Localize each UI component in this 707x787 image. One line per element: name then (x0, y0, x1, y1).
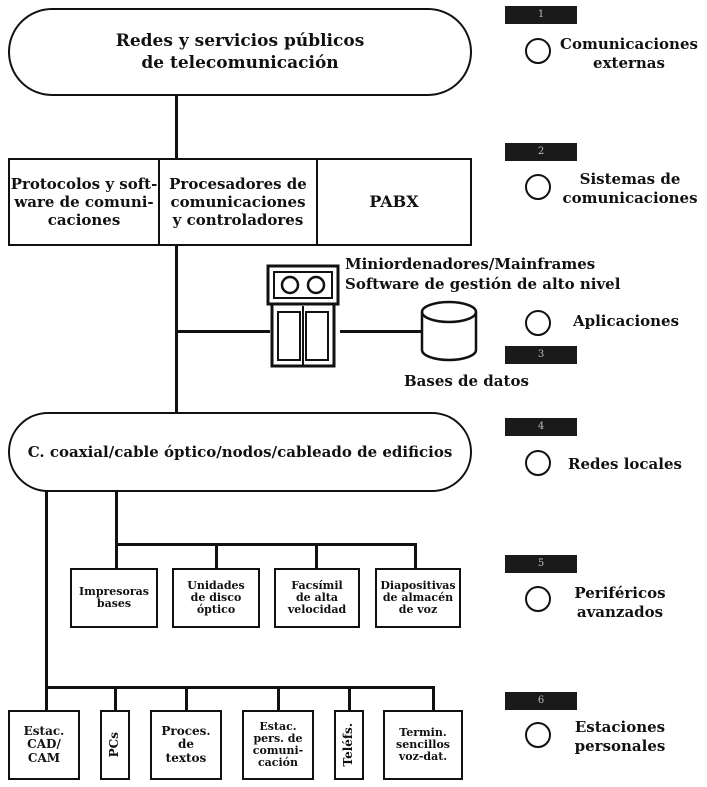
legend-tab-5: 5 (505, 555, 577, 573)
stations-bus (45, 686, 435, 689)
peripheral-optical-disk-box: Unidades de disco óptico (172, 568, 260, 628)
station-drop-1 (45, 686, 48, 712)
mainframe-label: Miniordenadores/Mainframes Software de g… (345, 255, 621, 293)
lan-vertical-peripherals (115, 490, 118, 546)
peripheral-drop-4 (414, 543, 417, 569)
peripheral-fax-box: Facsímil de alta velocidad (274, 568, 360, 628)
lan-vertical-left (45, 490, 48, 688)
peripheral-drop-2 (215, 543, 218, 569)
peripheral-drop-1 (115, 543, 118, 569)
pabx-cell: PABX (369, 192, 419, 212)
database-label: Bases de datos (404, 372, 529, 390)
legend-circle-icon-6 (525, 722, 551, 748)
database-cylinder-icon (420, 300, 478, 362)
legend-circle-icon-4 (525, 450, 551, 476)
peripherals-bus (115, 543, 417, 546)
legend-tab-4: 4 (505, 418, 577, 436)
legend-label-2: Sistemas de comunicaciones (562, 170, 698, 207)
legend-circle-icon-5 (525, 586, 551, 612)
legend-circle-icon-2 (525, 174, 551, 200)
station-cad-cam-box: Estac. CAD/ CAM (8, 710, 80, 780)
station-drop-6 (432, 686, 435, 712)
station-drop-5 (348, 686, 351, 712)
public-network-pill: Redes y servicios públicos de telecomuni… (8, 8, 472, 96)
peripheral-printers-box: Impresoras bases (70, 568, 158, 628)
legend-tab-2: 2 (505, 143, 577, 161)
peripheral-voice-storage-box: Diapositivas de almacén de voz (375, 568, 461, 628)
trunk-line-middle (175, 246, 178, 416)
comm-processors-cell: Procesadores de comunicaciones y control… (160, 160, 318, 244)
legend-circle-icon-1 (525, 38, 551, 64)
station-personal-comm-box: Estac. pers. de comuni- cación (242, 710, 314, 780)
legend-label-5: Periféricos avanzados (574, 584, 666, 621)
trunk-line-top (175, 95, 178, 160)
station-drop-4 (277, 686, 280, 712)
legend-tab-3: 3 (505, 346, 577, 364)
peripheral-drop-3 (315, 543, 318, 569)
legend-tab-1: 1 (505, 6, 577, 24)
station-drop-2 (114, 686, 117, 712)
mainframe-branch-line (178, 330, 270, 333)
legend-circle-icon-3 (525, 310, 551, 336)
legend-tab-6: 6 (505, 692, 577, 710)
station-pcs-box: PCs (100, 710, 130, 780)
legend-label-3: Aplicaciones (572, 312, 680, 330)
legend-label-4: Redes locales (568, 455, 682, 473)
legend-label-6: Estaciones personales (574, 718, 666, 755)
station-phones-box: Teléfs. (334, 710, 364, 780)
lan-cabling-label: C. coaxial/cable óptico/nodos/cableado d… (27, 443, 453, 461)
public-network-label: Redes y servicios públicos de telecomuni… (115, 30, 365, 73)
station-voice-data-terminals-box: Termin. sencillos voz-dat. (383, 710, 463, 780)
database-link-line (340, 330, 422, 333)
lan-cabling-pill: C. coaxial/cable óptico/nodos/cableado d… (8, 412, 472, 492)
mainframe-computer-icon (266, 264, 340, 368)
communications-systems-row: Protocolos y soft- ware de comuni- cacio… (8, 158, 472, 246)
station-drop-3 (185, 686, 188, 712)
protocols-software-cell: Protocolos y soft- ware de comuni- cacio… (10, 160, 160, 244)
station-word-processors-box: Proces. de textos (150, 710, 222, 780)
legend-label-1: Comunicaciones externas (560, 35, 698, 72)
